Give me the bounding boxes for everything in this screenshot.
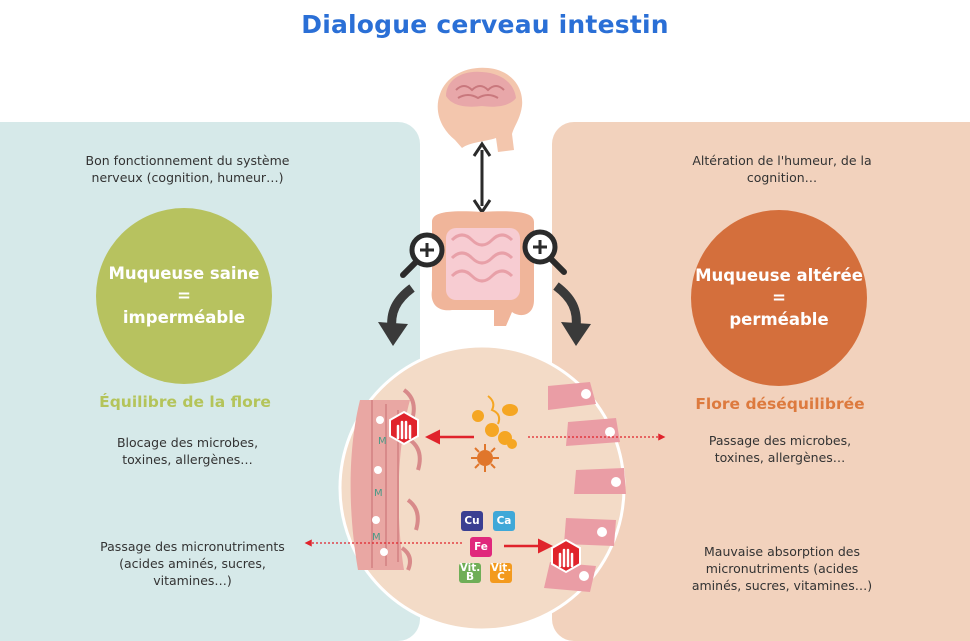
curved-arrow-left-icon [378, 284, 415, 346]
vitamin-b-letter: B [465, 571, 474, 583]
vitamin-b-label: Vit. [459, 562, 481, 574]
magnifier-left-icon [400, 232, 445, 278]
iron-badge: Fe [470, 537, 492, 557]
calcium-badge: Ca [493, 511, 515, 531]
head-silhouette-icon [437, 67, 523, 152]
healthy-circle-line1: Muqueuse saine [108, 264, 260, 283]
microbe-icon [472, 395, 518, 449]
vitamin-c-badge: Vit. C [490, 563, 512, 583]
mucosa-zoom-circle: M M M [304, 344, 666, 632]
altered-absorption-text: Mauvaise absorption des micronutriments … [691, 544, 873, 593]
magnifier-right-icon [522, 229, 567, 275]
healthy-pass-text: Passage des micronutriments (acides amin… [100, 539, 285, 588]
altered-circle-line3: perméable [729, 310, 829, 329]
healthy-flora-heading: Équilibre de la flore [99, 393, 271, 411]
vitamin-c-label: Vit. [490, 562, 512, 574]
svg-text:M: M [378, 436, 387, 447]
healthy-block-text: Blocage des microbes, toxines, allergène… [116, 435, 259, 467]
vitamin-c-letter: C [497, 571, 505, 583]
intestine-icon [431, 211, 534, 326]
stop-hand-left-icon [389, 410, 419, 446]
healthy-mucosa-circle: Muqueuse saine = imperméable [96, 208, 272, 384]
page-title: Dialogue cerveau intestin [301, 10, 669, 39]
healthy-villi-icon: M M M [350, 388, 422, 571]
healthy-panel [0, 122, 420, 641]
altered-circle-line1: Muqueuse altérée [695, 266, 863, 285]
altered-mucosa-circle: Muqueuse altérée = perméable [691, 210, 867, 386]
healthy-circle-line2: = [177, 286, 191, 305]
toxin-sun-icon [471, 444, 499, 472]
copper-badge: Cu [461, 511, 483, 531]
svg-text:M: M [374, 488, 383, 499]
altered-mood-text: Altération de l'humeur, de la cognition… [692, 153, 872, 185]
healthy-nervous-text: Bon fonctionnement du système nerveux (c… [85, 153, 290, 185]
curved-arrow-right-icon [553, 282, 591, 346]
healthy-circle-line3: imperméable [122, 308, 246, 327]
altered-flora-heading: Flore déséquilibrée [695, 395, 865, 413]
altered-pass-microbes-text: Passage des microbes, toxines, allergène… [708, 433, 852, 465]
vitamin-b-badge: Vit. B [459, 563, 481, 583]
stop-hand-right-icon [551, 538, 581, 574]
altered-circle-line2: = [772, 288, 786, 307]
altered-villi-icon [544, 382, 626, 592]
bidirectional-arrow-icon [472, 141, 492, 215]
svg-text:M: M [372, 532, 381, 543]
